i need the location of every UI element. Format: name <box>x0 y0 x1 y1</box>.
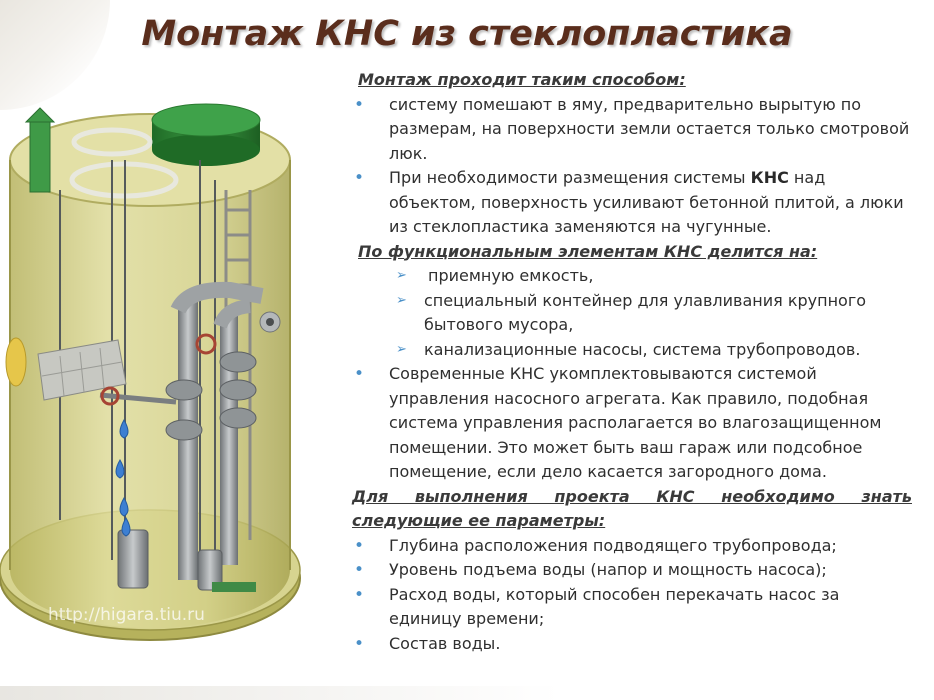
watermark-text: http://higara.tiu.ru <box>48 605 205 625</box>
section1-bullet-2: При необходимости размещения системы КНС… <box>352 166 912 240</box>
section1-heading: Монтаж проходит таким способом: <box>358 70 686 89</box>
inlet-pipe <box>5 337 27 387</box>
section4-bullet-2: Уровень подъема воды (напор и мощность н… <box>352 558 912 583</box>
page-title: Монтаж КНС из стеклопластика <box>141 14 793 54</box>
section4-bullet-1: Глубина расположения подводящего трубопр… <box>352 534 912 559</box>
section2-item-1-text: приемную емкость, <box>428 266 594 285</box>
section2-list: ➢ приемную емкость, ➢ специальный контейне… <box>352 264 912 362</box>
arrow-bullet-icon: ➢ <box>396 268 407 283</box>
section2-item-3-text: канализационные насосы, система трубопро… <box>424 339 861 359</box>
section3-list: Современные КНС укомплектовываются систе… <box>352 362 912 485</box>
green-hatch <box>151 103 261 166</box>
submersible-pumps <box>117 529 256 592</box>
section4-bullet-4: Состав воды. <box>352 632 912 657</box>
float-switches <box>115 418 131 537</box>
arrow-bullet-icon: ➢ <box>396 292 407 308</box>
section2-heading: По функциональным элементам КНС делится … <box>358 241 818 261</box>
section2-item-2-text: специальный контейнер для улавливания кр… <box>424 290 867 335</box>
pressure-pipes <box>99 281 281 580</box>
bullet-2-text-after: над объектом, поверхность усиливают бето… <box>389 168 904 236</box>
text-content: Монтаж проходит таким способом: системy … <box>352 68 912 656</box>
vent-pipe <box>24 107 56 193</box>
section4-list: Глубина расположения подводящего трубопр… <box>352 534 912 657</box>
section3-bullet: Современные КНС укомплектовываются систе… <box>352 362 912 485</box>
section1-bullet-1: системy помешают в яму, предварительно в… <box>352 93 912 167</box>
section2-item-3: ➢ канализационные насосы, система трубопр… <box>352 338 912 363</box>
bullet-2-bold: КНС <box>750 168 789 187</box>
bottom-decoration <box>0 686 934 700</box>
bullet-2-text-before: При необходимости размещения системы <box>389 168 751 187</box>
pump-station-illustration: http://higara.tiu.ru <box>0 103 301 641</box>
trash-basket <box>37 339 127 401</box>
section4-bullet-3: Расход воды, который способен перекачать… <box>352 583 912 632</box>
section4-heading-line2: следующие ее параметры: <box>352 511 606 530</box>
section1-list: системy помешают в яму, предварительно в… <box>352 93 912 240</box>
section2-item-1: ➢ приемную емкость, <box>352 264 912 289</box>
section2-item-2: ➢ специальный контейнер для улавливания к… <box>352 289 912 338</box>
section4-heading-line1: Для выполнения проекта КНС необходимо зн… <box>352 486 912 506</box>
arrow-bullet-icon: ➢ <box>396 341 407 357</box>
